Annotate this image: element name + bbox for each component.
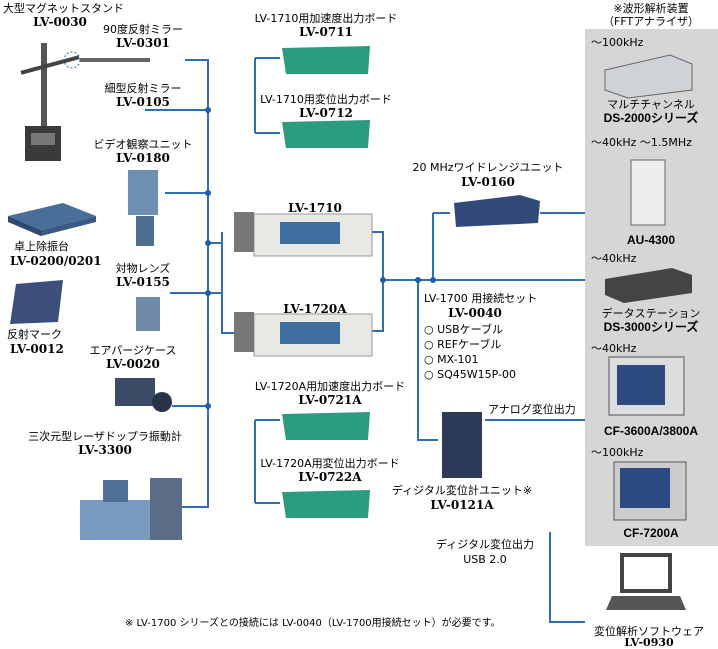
cf7200-image [613, 461, 687, 521]
acc1710-label: LV-1710用加速度出力ボード [254, 12, 398, 25]
acc1720-label: LV-1720A用加速度出力ボード [254, 380, 406, 393]
digital-output-label: ディジタル変位出力 [435, 538, 535, 551]
au4300-model: AU-4300 [626, 233, 676, 247]
digital-unit-label: ディジタル変位計ユニット※ [391, 484, 533, 497]
mark-model: LV-0012 [10, 342, 64, 356]
disp1720-model: LV-0722A [298, 470, 362, 484]
board-0722a-image [282, 490, 370, 518]
laser3d-label: 三次元型レーザドップラ振動計 [28, 430, 182, 443]
mirror-thin-label: 細型反射ミラー [104, 82, 182, 95]
conn-label: LV-1700 用接続セット [424, 292, 538, 305]
objective-lens-image [136, 297, 160, 331]
wide-range-unit-image [454, 195, 540, 227]
fft-subtitle: （FFTアナライザ） [603, 15, 699, 28]
ds2000-image [604, 54, 693, 99]
table-label: 卓上除振台 [14, 240, 69, 253]
conn-model: LV-0040 [448, 306, 502, 320]
conn-item: ○ REFケーブル [424, 338, 502, 351]
3d-laser-vibrometer-image [80, 478, 182, 540]
mirror90-label: 90度反射ミラー [103, 23, 183, 36]
mirror-thin-model: LV-0105 [116, 95, 170, 109]
software-label: 変位解析ソフトウェア [594, 625, 704, 638]
cf3600-model: CF-3600A/3800A [603, 424, 699, 438]
lv1710-model: LV-1710 [288, 201, 342, 215]
wide-model: LV-0160 [461, 175, 515, 189]
ds3000-label: データステーション [601, 307, 701, 320]
lens-label: 対物レンズ [115, 262, 171, 275]
magnet-stand-image [20, 43, 80, 161]
disp1710-model: LV-0712 [299, 106, 353, 120]
au4300-image [630, 159, 666, 226]
cf3600-range: ～40kHz [591, 342, 637, 355]
laptop-image [606, 553, 686, 610]
stand-model: LV-0030 [33, 15, 87, 29]
cf7200-model: CF-7200A [623, 526, 679, 540]
air-purge-case-image [115, 378, 172, 412]
acc1710-model: LV-0711 [299, 25, 353, 39]
footnote: ※ LV-1700 シリーズとの接続には LV-0040（LV-1700用接続セ… [125, 618, 501, 629]
ds3000-image [605, 268, 692, 303]
wide-label: 20 MHzワイドレンジユニット [412, 161, 564, 174]
airpurge-model: LV-0020 [106, 357, 160, 371]
disp1710-label: LV-1710用変位出力ボード [260, 93, 392, 106]
conn-item: ○ MX-101 [424, 353, 479, 366]
video-label: ビデオ観察ユニット [93, 138, 193, 151]
video-model: LV-0180 [116, 151, 170, 165]
laser3d-model: LV-3300 [78, 443, 132, 457]
ds2000-range: ～100kHz [591, 36, 644, 49]
digital-unit-image [442, 412, 482, 478]
mirror90-model: LV-0301 [116, 36, 170, 50]
au4300-range: ～40kHz ～1.5MHz [591, 136, 692, 149]
lv1710-unit-image [234, 212, 373, 257]
cf7200-range: ～100kHz [591, 446, 644, 459]
disp1720-label: LV-1720A用変位出力ボード [260, 457, 400, 470]
analog-output-label: アナログ変位出力 [488, 403, 576, 416]
board-0711-image [282, 46, 370, 74]
reflective-mark-image [10, 280, 63, 324]
board-0721a-image [282, 412, 370, 440]
digital-unit-model: LV-0121A [430, 498, 494, 512]
lv1720a-model: LV-1720A [283, 302, 347, 316]
fft-title: ※波形解析装置 [613, 2, 689, 15]
board-0712-image [282, 120, 370, 148]
ds3000-model: DS-3000シリーズ [603, 320, 699, 334]
stand-label: 大型マグネットスタンド [3, 2, 124, 15]
ds2000-label: マルチチャンネル [607, 98, 695, 111]
conn-item: ○ SQ45W15P-00 [424, 368, 516, 381]
airpurge-label: エアパージケース [89, 344, 177, 357]
conn-item: ○ USBケーブル [424, 323, 504, 336]
lens-model: LV-0155 [116, 275, 170, 289]
usb-label: USB 2.0 [463, 553, 507, 566]
software-model: LV-0930 [624, 636, 674, 649]
mark-label: 反射マーク [7, 328, 62, 341]
ds3000-range: ～40kHz [591, 252, 637, 265]
acc1720-model: LV-0721A [298, 393, 362, 407]
vibration-table-image [8, 203, 96, 236]
table-model: LV-0200/0201 [10, 254, 102, 268]
lv1720a-unit-image [234, 312, 373, 357]
ds2000-model: DS-2000シリーズ [603, 111, 699, 125]
cf3600-image [608, 356, 685, 416]
video-unit-image [128, 170, 158, 246]
